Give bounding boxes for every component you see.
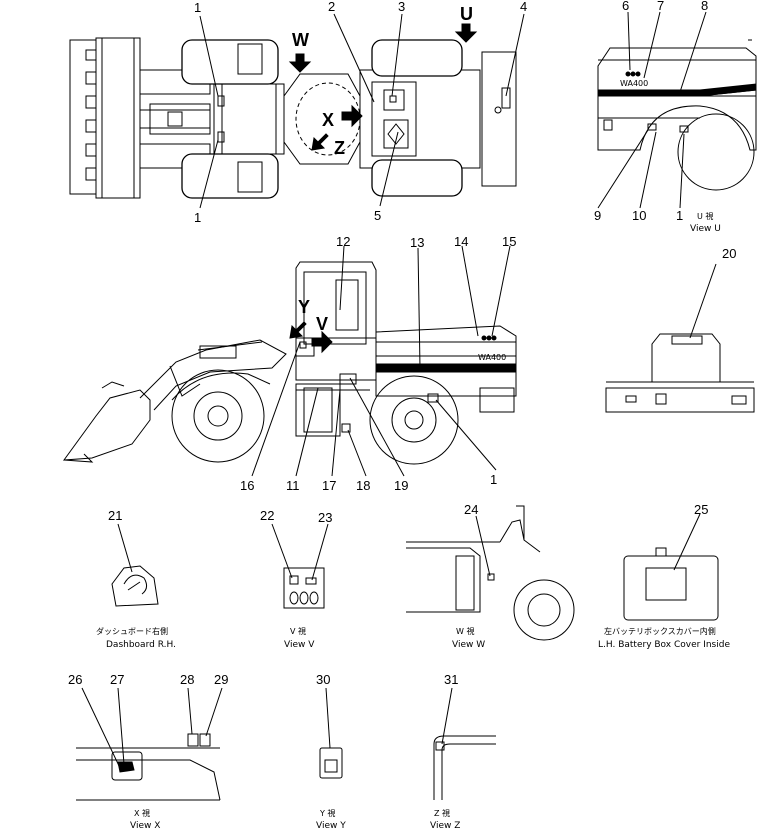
view-y-caption-en: View Y [316,821,346,830]
battery-cover-caption-en: L.H. Battery Box Cover Inside [598,640,730,650]
callout-label: 1 [490,472,497,487]
callout-label: 29 [214,672,228,687]
callout-label: 4 [520,0,527,14]
callout-label: 15 [502,234,516,249]
view-z-caption-jp: Z 視 [434,809,450,818]
callout-label: 23 [318,510,332,525]
view-z-caption-en: View Z [430,821,460,830]
view-v-caption-en: View V [284,640,315,650]
view-x-caption-en: View X [130,821,160,830]
callout-label: 30 [316,672,330,687]
callout-label: 6 [622,0,629,13]
callout-label: 9 [594,208,601,223]
callout-label: 14 [454,234,468,249]
view-u-caption-en: View U [690,224,721,234]
callout-label: 7 [657,0,664,13]
side-view-drawing: WA400 [62,245,517,477]
view-w-caption-jp: W 視 [456,627,474,636]
callout-label: 19 [394,478,408,493]
view-y-drawing [319,687,343,779]
callout-label: 1 [194,0,201,15]
callout-label: 10 [632,208,646,223]
view-u-drawing: WA400 [597,11,757,209]
callout-label: 22 [260,508,274,523]
callout-label: 11 [286,478,300,493]
view-x-caption-jp: X 視 [134,809,150,818]
battery-cover-caption-jp: 左バッテリボックスカバー内側 [604,626,716,636]
callout-label: 13 [410,235,424,250]
battery-top-drawing [605,263,755,413]
view-v-letter: V [316,314,328,334]
callout-label: 1 [676,208,683,223]
battery-cover-drawing [623,513,719,621]
top-view-drawing [69,13,525,209]
callout-label: 21 [108,508,122,523]
callout-label: 3 [398,0,405,14]
view-w-drawing [406,505,575,641]
view-y-letter: Y [298,297,310,317]
dashboard-caption-jp: ダッシュボード右側 [96,626,168,636]
view-x-drawing [76,687,223,801]
model-badge-side: WA400 [478,353,506,362]
callout-label: 20 [722,246,736,261]
callout-label: 2 [328,0,335,14]
callout-label: 26 [68,672,82,687]
view-z-letter: Z [334,138,345,158]
callout-label: 18 [356,478,370,493]
model-badge-u: WA400 [620,79,648,88]
callout-label: 1 [194,210,201,225]
callout-label: 31 [444,672,458,687]
callout-label: 27 [110,672,124,687]
view-u-caption-jp: U 視 [697,212,713,221]
callout-label: 17 [322,478,336,493]
view-v-caption-jp: V 視 [290,627,306,636]
callout-label: 28 [180,672,194,687]
view-w-caption-en: View W [452,640,485,650]
view-w-letter: W [292,30,309,50]
view-v-drawing [271,523,329,609]
dashboard-drawing [111,523,159,607]
callout-label: 24 [464,502,478,517]
callout-label: 25 [694,502,708,517]
callout-label: 16 [240,478,254,493]
view-y-caption-jp: Y 視 [319,809,335,818]
callout-label: 8 [701,0,708,13]
callout-label: 5 [374,208,381,223]
view-x-letter: X [322,110,334,130]
callout-label: 12 [336,234,350,249]
dashboard-caption-en: Dashboard R.H. [106,640,176,650]
view-z-drawing [433,687,496,800]
view-u-letter: U [460,4,473,24]
